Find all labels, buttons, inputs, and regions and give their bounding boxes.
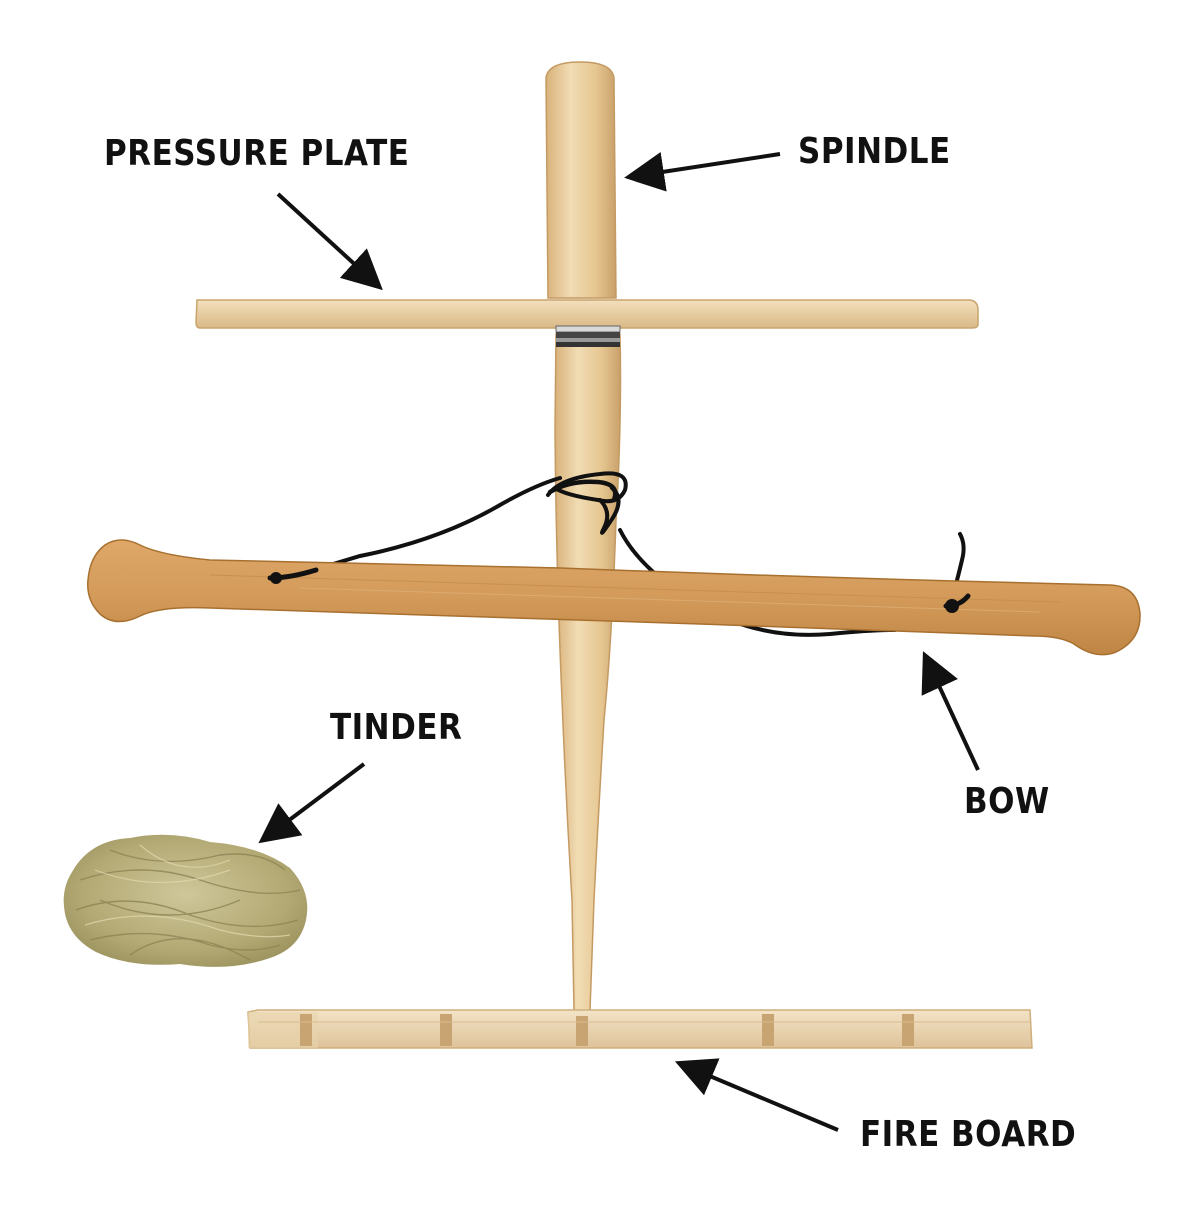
arrow-fire-board <box>674 1058 839 1132</box>
label-fire-board: FIRE BOARD <box>860 1114 1077 1156</box>
spindle-top <box>545 61 617 299</box>
cord-wrap <box>547 479 618 503</box>
arrow-tinder <box>258 762 366 844</box>
arrow-spindle <box>624 152 781 192</box>
bow <box>87 539 1141 656</box>
arrows <box>258 152 980 1132</box>
label-pressure-plate: PRESSURE PLATE <box>104 133 410 175</box>
label-tinder: TINDER <box>330 707 463 749</box>
label-bow: BOW <box>964 781 1050 823</box>
label-spindle: SPINDLE <box>798 131 951 173</box>
arrow-pressure-plate <box>276 192 383 291</box>
pressure-plate <box>195 299 979 329</box>
spindle-shaft <box>554 325 622 1015</box>
fire-board <box>247 1009 1033 1049</box>
tinder-bundle <box>63 834 308 967</box>
arrow-bow <box>921 651 980 771</box>
